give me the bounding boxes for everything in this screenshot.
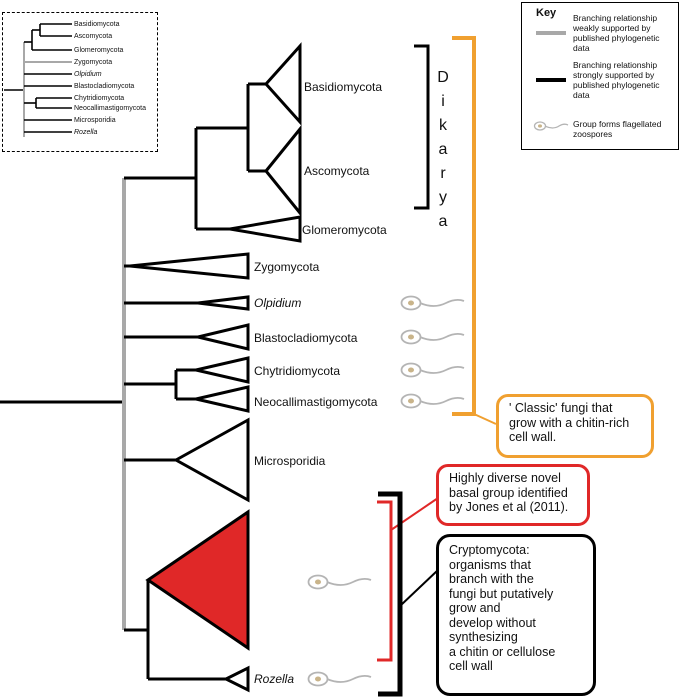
inset-label: Blastocladiomycota xyxy=(74,83,135,90)
cryptomycota-line: branch with the xyxy=(449,572,534,586)
cryptomycota-line: synthesizing xyxy=(449,630,518,644)
cryptomycota-line: Cryptomycota: xyxy=(449,543,530,557)
inset-label: Chytridiomycota xyxy=(74,95,125,102)
dikarya-letter: a xyxy=(438,213,448,230)
cryptomycota-line: a chitin or cellulose xyxy=(449,644,556,659)
cryptomycota-line: develop without xyxy=(449,615,536,630)
legend-key: Key Branching relationship weakly suppor… xyxy=(521,2,679,150)
inset-label: Neocallimastigomycota xyxy=(74,105,146,112)
dikarya-letter: D xyxy=(437,69,449,86)
classic-fungi-callout: ' Classic' fungi that grow with a chitin… xyxy=(496,394,654,458)
cryptomycota-callout: Cryptomycota: organisms that branch with… xyxy=(436,534,596,696)
inset-label: Microsporidia xyxy=(74,117,116,124)
dikarya-letter: i xyxy=(441,93,445,110)
zoospore-icon xyxy=(533,121,569,131)
inset-label: Olpidium xyxy=(74,71,102,78)
inset-label: Zygomycota xyxy=(74,59,113,66)
label-rozella: Rozella xyxy=(254,672,295,686)
cryptomycota-line: organisms that xyxy=(449,557,531,572)
cryptomycota-line: grow and xyxy=(449,601,501,615)
label-zygomycota: Zygomycota xyxy=(254,260,320,274)
novel-group-callout: Highly diverse novel basal group identif… xyxy=(436,464,590,526)
key-weak-text: Branching relationship weakly supported … xyxy=(573,13,660,53)
dikarya-letter: k xyxy=(439,117,447,134)
inset-label: Basidiomycota xyxy=(74,21,120,28)
label-ascomycota: Ascomycota xyxy=(304,164,370,178)
inset-tree: Basidiomycota Ascomycota Glomeromycota Z… xyxy=(2,12,158,152)
key-strong-text: Branching relationship strongly supporte… xyxy=(573,60,660,100)
label-basidiomycota: Basidiomycota xyxy=(304,80,383,94)
cryptomycota-line: fungi but putatively xyxy=(449,586,554,601)
key-swatches xyxy=(533,31,569,131)
label-glomeromycota: Glomeromycota xyxy=(302,223,387,237)
cryptomycota-line: cell wall xyxy=(449,659,493,673)
dikarya-letter: a xyxy=(438,141,448,158)
label-blastocladiomycota: Blastocladiomycota xyxy=(254,331,358,345)
inset-label: Glomeromycota xyxy=(74,47,124,54)
dikarya-letter: y xyxy=(439,189,447,206)
label-chytridiomycota: Chytridiomycota xyxy=(254,364,341,378)
inset-tree-diagram xyxy=(3,22,72,137)
key-title: Key xyxy=(536,7,557,19)
dikarya-letter: r xyxy=(440,165,446,182)
key-zoospore-text: Group forms flagellated zoospores xyxy=(573,119,662,139)
label-microsporidia: Microsporidia xyxy=(254,454,326,468)
inset-label: Rozella xyxy=(74,129,98,136)
inset-label: Ascomycota xyxy=(74,33,113,40)
label-olpidium: Olpidium xyxy=(254,296,302,310)
zoospore-icon xyxy=(307,295,465,687)
label-neocallimastigomycota: Neocallimastigomycota xyxy=(254,395,378,409)
